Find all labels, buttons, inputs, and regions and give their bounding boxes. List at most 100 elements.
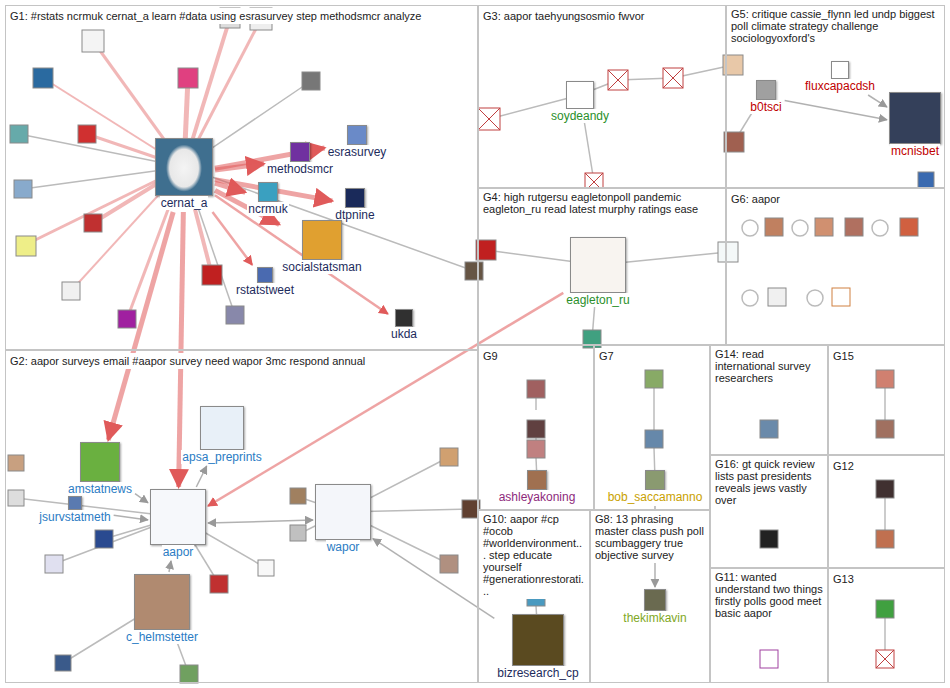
group-panel: G9 ashleyakoning: [478, 345, 594, 510]
network-edge: [208, 520, 313, 523]
network-edge: [169, 561, 171, 572]
group-heading: G1: #rstats ncrmuk cernat_a learn #data …: [6, 8, 425, 24]
network-vertex: eagleton_ru: [565, 237, 630, 307]
vertex-label: cernat_a: [160, 196, 209, 210]
vertex-label: c_helmstetter: [125, 630, 199, 644]
network-vertex: b0tsci: [749, 80, 782, 114]
group-panel: G8: 13 phrasing master class push poll s…: [590, 510, 710, 683]
vertex-label: b0tsci: [749, 100, 782, 114]
group-heading: G13: [829, 571, 858, 587]
vertex-label: bob_saccamanno: [607, 490, 704, 504]
group-panel: G10: aapor #cp #ocob #worldenvironment..…: [478, 510, 590, 683]
vertex-image: [831, 61, 849, 79]
network-vertex: bizresearch_cp: [496, 614, 579, 680]
group-panel: G14: read international survey researche…: [710, 345, 828, 455]
vertex-image: [395, 309, 413, 327]
network-vertex: wapor: [315, 484, 371, 554]
group-heading: G8: 13 phrasing master class push poll s…: [591, 511, 709, 563]
vertex-label: wapor: [326, 540, 361, 554]
group-panel: G13: [828, 568, 945, 683]
network-edge: [213, 212, 253, 265]
vertex-image: [345, 188, 365, 208]
network-vertex: aapor: [150, 489, 206, 559]
network-vertex: dtpnine: [334, 188, 375, 222]
group-heading: G2: aapor surveys email #aapor survey ne…: [6, 353, 369, 369]
vertex-image: [155, 138, 213, 196]
network-vertex: soydeandy: [550, 81, 610, 123]
group-panel: G12: [828, 455, 945, 568]
vertex-label: esrasurvey: [327, 145, 388, 159]
vertex-label: fluxcapacdsh: [804, 79, 876, 93]
group-heading: G9: [479, 348, 502, 364]
group-panel: G7 bob_saccamanno: [594, 345, 710, 510]
vertex-image: [645, 470, 665, 490]
vertex-label: ncrmuk: [247, 202, 288, 216]
network-vertex: ukda: [390, 309, 418, 341]
vertex-image: [889, 92, 941, 144]
network-vertex: socialstatsman: [281, 220, 362, 274]
group-heading: G12: [829, 458, 858, 474]
vertex-image: [527, 470, 547, 490]
vertex-image: [257, 267, 273, 283]
group-panel: G6: aapor: [726, 188, 945, 345]
group-heading: G16: gt quick review lists past presiden…: [711, 456, 827, 508]
network-edge: [108, 212, 173, 440]
vertex-image: [644, 589, 666, 611]
group-panel: G1: #rstats ncrmuk cernat_a learn #data …: [5, 5, 478, 350]
vertex-image: [80, 442, 120, 482]
vertex-label: bizresearch_cp: [496, 666, 579, 680]
vertex-label: apsa_preprints: [181, 450, 262, 464]
vertex-label: ukda: [390, 327, 418, 341]
vertex-label: methodsmcr: [266, 162, 334, 176]
group-heading: G11: wanted understand two things firstl…: [711, 569, 827, 621]
vertex-label: ashleyakoning: [498, 490, 577, 504]
group-panel: G5: critique cassie_flynn led undp bigge…: [726, 5, 945, 188]
vertex-image: [150, 489, 206, 545]
network-vertex: rstatstweet: [235, 267, 295, 297]
vertex-label: eagleton_ru: [565, 293, 630, 307]
group-heading: G15: [829, 348, 858, 364]
group-heading: G4: high rutgersu eagletonpoll pandemic …: [479, 189, 725, 217]
vertex-label: amstatnews: [67, 482, 133, 496]
network-vertex: cernat_a: [155, 138, 213, 210]
network-edge: [215, 195, 388, 314]
group-panel: G2: aapor surveys email #aapor survey ne…: [5, 350, 478, 683]
vertex-label: aapor: [162, 545, 195, 559]
group-heading: G7: [595, 348, 618, 364]
vertex-image: [756, 80, 776, 100]
vertex-label: thekimkavin: [622, 611, 687, 625]
vertex-image: [68, 496, 82, 510]
vertex-label: soydeandy: [550, 109, 610, 123]
group-panel: G11: wanted understand two things firstl…: [710, 568, 828, 683]
vertex-label: rstatstweet: [235, 283, 295, 297]
network-vertex: esrasurvey: [327, 125, 388, 159]
group-heading: G6: aapor: [727, 191, 784, 207]
group-heading: G3: aapor taehyungsosmio fwvor: [479, 8, 648, 24]
network-edge: [208, 293, 563, 506]
network-vertex: jsurvstatmeth: [38, 496, 111, 524]
group-panel: G15: [828, 345, 945, 455]
network-edge: [114, 515, 148, 520]
vertex-image: [570, 237, 626, 293]
vertex-image: [315, 484, 371, 540]
group-heading: G5: critique cassie_flynn led undp bigge…: [727, 6, 944, 46]
vertex-image: [512, 614, 564, 666]
vertex-image: [302, 220, 342, 260]
vertex-image: [200, 406, 244, 450]
vertex-image: [258, 182, 278, 202]
network-edge: [785, 101, 887, 120]
group-panel: G16: gt quick review lists past presiden…: [710, 455, 828, 568]
vertex-label: mcnisbet: [890, 144, 940, 158]
group-panel: G4: high rutgersu eagletonpoll pandemic …: [478, 188, 726, 345]
group-heading: G14: read international survey researche…: [711, 346, 827, 386]
network-vertex: fluxcapacdsh: [804, 61, 876, 93]
vertex-image: [566, 81, 594, 109]
network-vertex: mcnisbet: [889, 92, 941, 158]
network-edge: [373, 539, 494, 619]
vertex-label: socialstatsman: [281, 260, 362, 274]
network-vertex: c_helmstetter: [125, 574, 199, 644]
network-vertex: apsa_preprints: [181, 406, 262, 464]
network-edge: [196, 466, 206, 487]
vertex-image: [347, 125, 367, 145]
network-vertex: ncrmuk: [247, 182, 288, 216]
